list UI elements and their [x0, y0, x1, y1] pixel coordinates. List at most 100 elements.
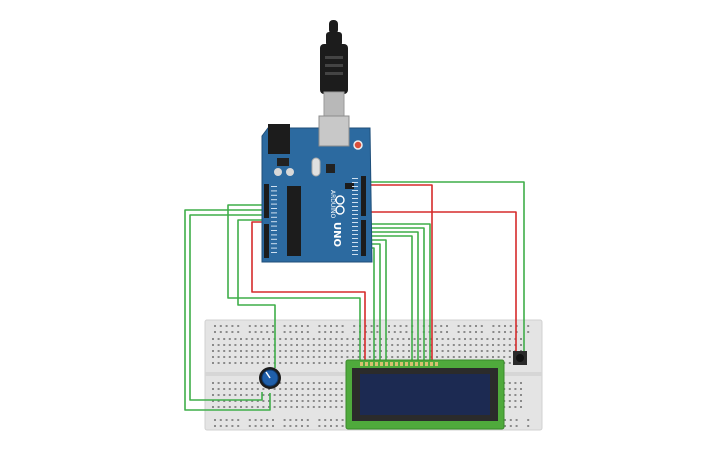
lcd-pin[interactable] — [365, 362, 368, 366]
icsp-header — [345, 183, 354, 189]
breadboard-hole — [341, 425, 344, 427]
lcd-pin[interactable] — [405, 362, 408, 366]
wire-green[interactable] — [237, 219, 276, 368]
breadboard-hole — [492, 331, 495, 333]
wire-red[interactable] — [251, 221, 366, 360]
breadboard-hole — [240, 350, 242, 352]
wire-red[interactable] — [358, 211, 517, 352]
breadboard-hole — [413, 344, 416, 346]
wire-green[interactable] — [189, 214, 265, 401]
lcd-pin[interactable] — [395, 362, 398, 366]
breadboard-hole — [335, 406, 338, 408]
breadboard-hole — [318, 419, 321, 421]
pin-tick — [271, 199, 277, 201]
breadboard-hole — [260, 425, 263, 427]
breadboard-hole — [217, 350, 220, 352]
pin-tick — [352, 182, 358, 183]
breadboard-hole — [340, 388, 343, 390]
pin-labels — [271, 178, 358, 255]
breadboard-hole — [290, 350, 293, 352]
lcd-pin[interactable] — [415, 362, 418, 366]
pin-tick — [352, 218, 358, 219]
breadboard-hole — [284, 382, 287, 384]
breadboard-hole — [504, 419, 506, 421]
breadboard-hole — [268, 338, 270, 340]
breadboard-hole — [312, 344, 315, 346]
breadboard-hole — [352, 356, 354, 358]
breadboard-hole — [234, 394, 237, 396]
breadboard-hole — [296, 382, 298, 384]
breadboard-hole — [217, 344, 220, 346]
arduino-board[interactable]: ARDUINO UNO — [261, 115, 373, 263]
breadboard-hole — [234, 388, 237, 390]
pushbutton-icon[interactable] — [513, 351, 527, 365]
lcd-pin[interactable] — [400, 362, 403, 366]
breadboard-hole — [434, 331, 437, 333]
breadboard-hole — [231, 325, 234, 327]
breadboard-hole — [212, 338, 214, 340]
breadboard-hole — [368, 344, 371, 346]
usb-cable-icon[interactable] — [320, 20, 348, 121]
breadboard-hole — [245, 382, 248, 384]
lcd-pin[interactable] — [370, 362, 373, 366]
breadboard-hole — [399, 331, 402, 333]
lcd-pin[interactable] — [380, 362, 383, 366]
pin-tick — [352, 178, 358, 179]
lcd-pin[interactable] — [390, 362, 393, 366]
power-header — [264, 184, 269, 218]
lcd-pin[interactable] — [425, 362, 428, 366]
lcd-pin[interactable] — [420, 362, 423, 366]
breadboard-hole — [464, 344, 466, 346]
breadboard-hole — [284, 394, 287, 396]
breadboard-hole — [268, 406, 270, 408]
breadboard-hole — [301, 356, 304, 358]
breadboard-hole — [357, 356, 360, 358]
wire-green[interactable] — [184, 209, 271, 411]
breadboard-hole — [245, 344, 248, 346]
breadboard-hole — [251, 338, 254, 340]
lcd-pin[interactable] — [410, 362, 413, 366]
breadboard-hole — [324, 356, 326, 358]
pin-tick — [271, 203, 277, 205]
wire-green[interactable] — [358, 181, 525, 355]
wire-green[interactable] — [358, 231, 419, 360]
wire-green[interactable] — [227, 204, 361, 360]
wire-green[interactable] — [358, 227, 425, 360]
lcd-pin[interactable] — [375, 362, 378, 366]
capacitor — [286, 168, 294, 176]
breadboard-hole — [508, 400, 511, 402]
breadboard-hole — [497, 350, 500, 352]
lcd-pin[interactable] — [430, 362, 433, 366]
digital-header-low — [361, 220, 366, 256]
breadboard-hole — [380, 338, 382, 340]
board-make-label: ARDUINO — [329, 190, 336, 219]
wire-green[interactable] — [358, 235, 413, 360]
breadboard-hole — [318, 344, 321, 346]
lcd-pin[interactable] — [385, 362, 388, 366]
breadboard-hole — [231, 419, 234, 421]
pin-tick — [271, 243, 277, 245]
pin-tick — [352, 242, 358, 243]
breadboard-hole — [279, 338, 282, 340]
breadboard-hole — [251, 382, 254, 384]
wire-red[interactable] — [358, 184, 433, 360]
pin-tick — [352, 222, 358, 223]
breadboard-hole — [324, 331, 327, 333]
lcd-pin[interactable] — [435, 362, 438, 366]
lcd-pin[interactable] — [360, 362, 363, 366]
breadboard-hole — [329, 394, 332, 396]
breadboard-hole — [514, 388, 517, 390]
reset-button[interactable] — [353, 140, 363, 150]
breadboard-hole — [469, 325, 472, 327]
wire-green[interactable] — [358, 223, 431, 360]
pin-tick — [271, 234, 277, 236]
breadboard-hole — [374, 338, 377, 340]
breadboard-hole — [225, 331, 228, 333]
breadboard-hole — [251, 400, 254, 402]
breadboard-hole — [223, 362, 226, 364]
pin-tick — [271, 190, 277, 192]
lcd-display[interactable] — [345, 359, 505, 430]
breadboard-hole — [256, 406, 259, 408]
potentiometer-icon[interactable] — [259, 367, 281, 389]
